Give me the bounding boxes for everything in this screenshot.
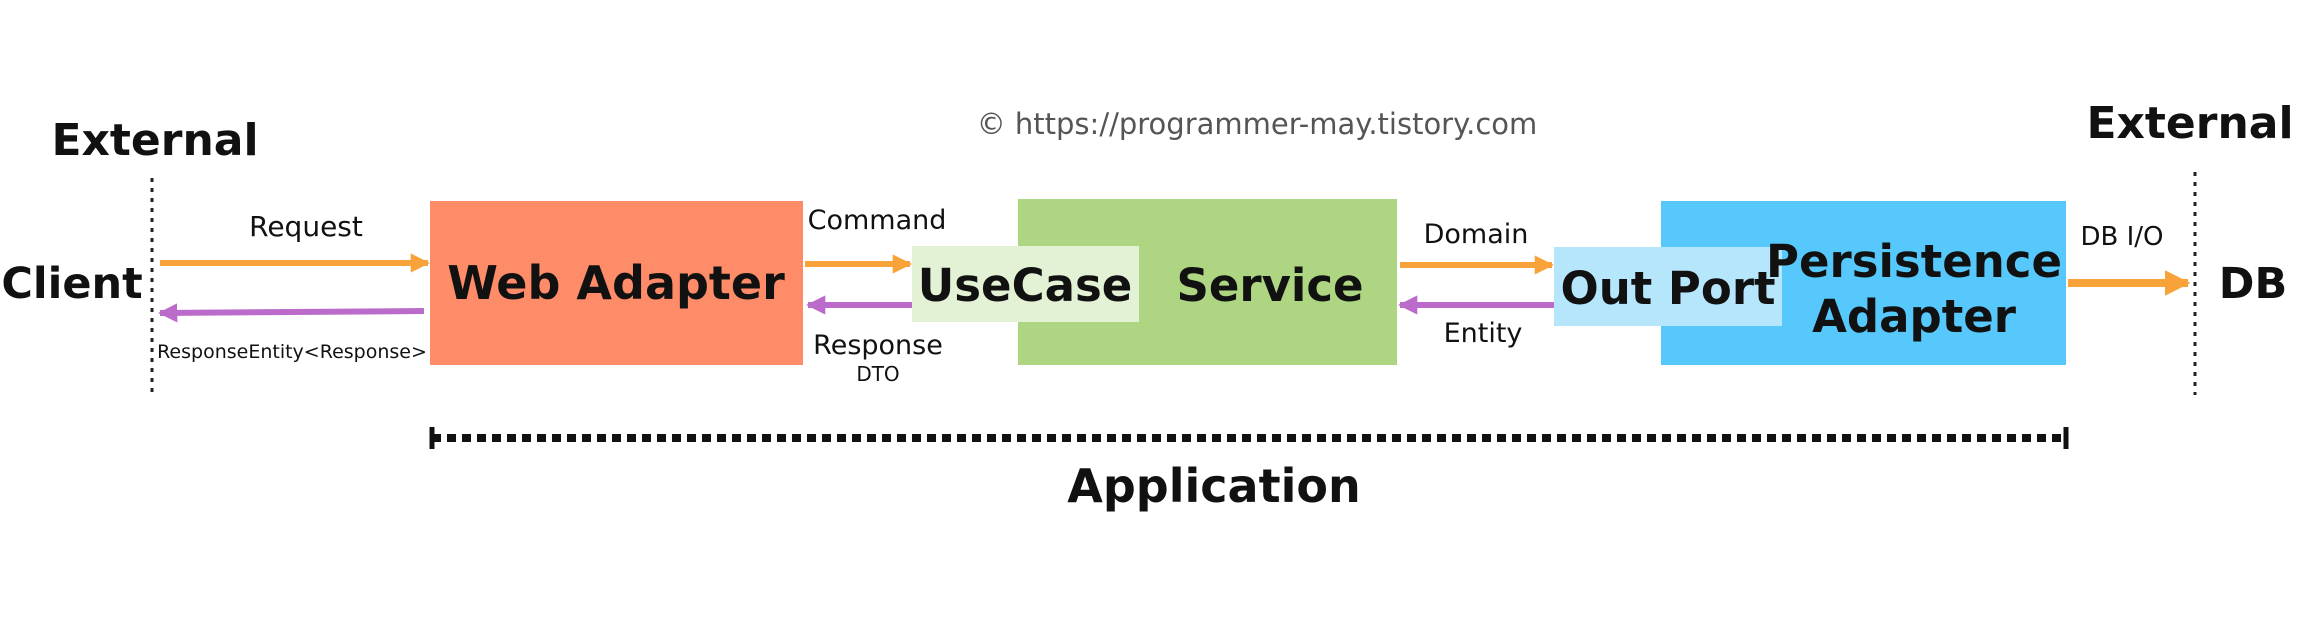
db-label: DB <box>2219 259 2287 309</box>
db-io-label: DB I/O <box>2080 222 2163 252</box>
web-adapter-label: Web Adapter <box>447 256 785 310</box>
domain-label: Domain <box>1424 219 1529 250</box>
usecase-label: UseCase <box>918 259 1133 312</box>
dto-label: DTO <box>856 362 899 386</box>
watermark-text: © https://programmer-may.tistory.com <box>977 107 1538 141</box>
application-label: Application <box>1067 459 1360 513</box>
web-adapter-box <box>430 201 803 365</box>
usecase-box <box>912 246 1139 322</box>
response-label: Response <box>813 330 943 361</box>
command-label: Command <box>808 205 947 236</box>
left-external-label: External <box>51 115 258 166</box>
response-entity-arrow <box>158 303 425 323</box>
out-port-box <box>1554 247 1782 326</box>
request-label: Request <box>249 210 363 243</box>
persistence-label-line1: Persistence <box>1766 235 2062 288</box>
persistence-label-line2: Adapter <box>1812 290 2017 343</box>
right-external-label: External <box>2086 98 2293 149</box>
entity-label: Entity <box>1444 318 1523 349</box>
out-port-label: Out Port <box>1560 262 1775 315</box>
client-label: Client <box>1 259 142 309</box>
response-entity-label: ResponseEntity<Response> <box>157 341 427 363</box>
service-label: Service <box>1176 259 1363 312</box>
